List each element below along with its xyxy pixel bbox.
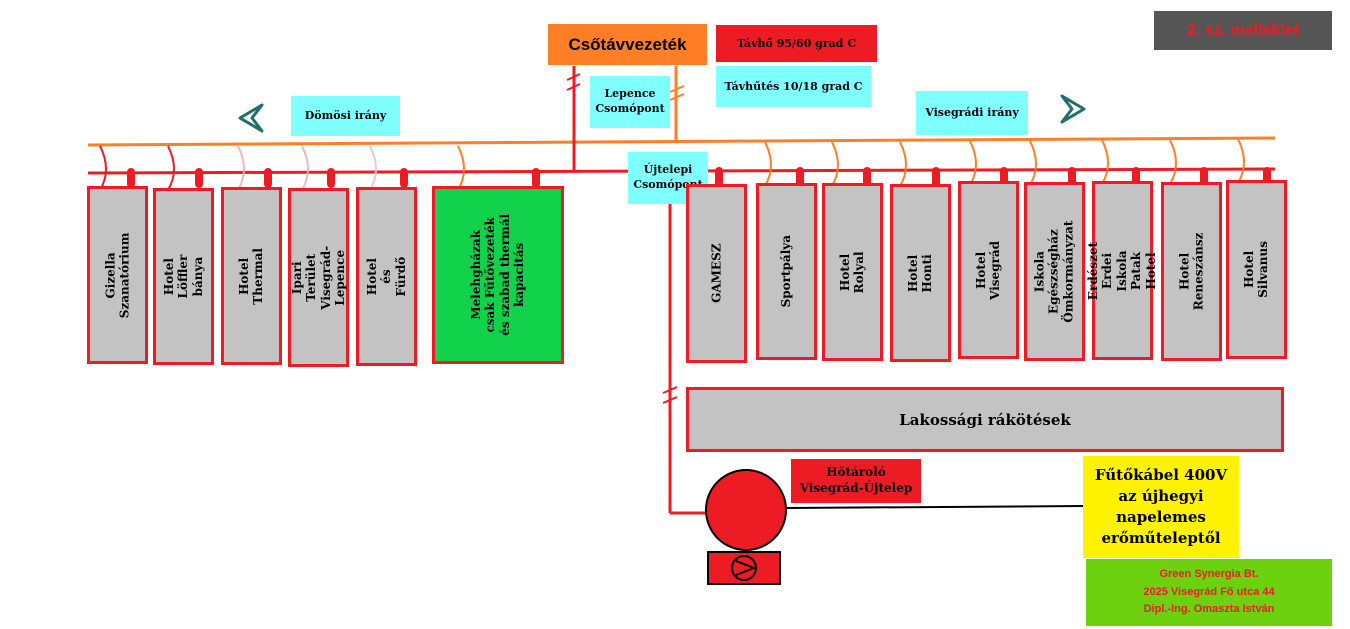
heating-legend: Távhő 95/60 grad C xyxy=(716,25,877,62)
building-label: GAMESZ xyxy=(709,243,724,304)
building-left-1: Gizella Szanatórium xyxy=(87,186,148,364)
building-left-3: Hotel Thermal xyxy=(221,187,282,365)
company-address: 2025 Visegrád Fő utca 44 xyxy=(1143,585,1275,598)
building-label: Hotel Löffler bánya xyxy=(161,254,205,299)
storage-feed-break xyxy=(662,386,678,404)
building-right-7: Erdészet Erdei Iskola Patak Hotel xyxy=(1087,181,1158,360)
direction-right-label: Visegrádi irány xyxy=(916,91,1028,135)
greenhouse-label: Melehgházak csak Fűtővezeték és szabad t… xyxy=(469,214,527,336)
cable-line xyxy=(786,505,1085,509)
cooling-legend: Távhűtés 10/18 grad C xyxy=(716,66,871,107)
cooling-main-line xyxy=(87,136,1276,147)
pump-box xyxy=(707,551,781,585)
building-right-5: Hotel Visegrád xyxy=(958,181,1019,359)
building-right-4: Hotel Honti xyxy=(890,184,951,362)
building-right-2: Sportpálya xyxy=(756,183,817,360)
residential-connections: Lakossági rákötések xyxy=(686,387,1284,452)
cooling-feed-break xyxy=(669,85,685,101)
building-right-1: GAMESZ xyxy=(686,184,747,363)
building-label: Hotel Honti xyxy=(906,253,935,293)
building-left-4: Ipari Terület Visegrád-Lepence xyxy=(288,188,349,367)
heating-cable-label: Fűtőkábel 400V az újhegyi napelemes erőm… xyxy=(1083,456,1239,558)
building-label: Gizella Szanatórium xyxy=(103,232,132,318)
building-label: Hotel Thermal xyxy=(237,247,266,305)
lepence-node-label: Lepence Csomópont xyxy=(590,76,670,128)
building-left-2: Hotel Löffler bánya xyxy=(153,188,214,365)
building-right-8: Hotel Reneszánsz xyxy=(1161,182,1222,361)
heating-feed-break xyxy=(566,73,581,91)
building-right-3: Hotel Rolyal xyxy=(822,183,883,361)
arrow-left-icon xyxy=(238,103,264,133)
storage-label: Hőtároló Visegrád-Újtelep xyxy=(791,459,921,503)
building-label: Hotel és Fürdő xyxy=(364,256,408,297)
building-label: Hotel Reneszánsz xyxy=(1177,232,1206,311)
building-right-6: Iskola Egészségház Ömkormányzat xyxy=(1024,182,1085,361)
greenhouse-box: Melehgházak csak Fűtővezeték és szabad t… xyxy=(432,186,564,364)
pump-icon xyxy=(731,555,757,581)
company-person: Dipl.-Ing. Omaszta István xyxy=(1143,603,1275,616)
company-name: Green Synergia Bt. xyxy=(1159,568,1259,581)
building-label: Iskola Egészségház Ömkormányzat xyxy=(1032,220,1076,323)
arrow-right-icon xyxy=(1060,94,1086,124)
building-label: Erdészet Erdei Iskola Patak Hotel xyxy=(1086,241,1159,300)
building-right-9: Hotel Silvanus xyxy=(1226,180,1287,359)
company-info: Green Synergia Bt. 2025 Visegrád Fő utca… xyxy=(1086,559,1332,626)
annex-label: 2. sz. melléklet xyxy=(1154,11,1332,50)
building-label: Ipari Terület Visegrád-Lepence xyxy=(289,245,347,310)
main-pipe-label: Csőtávvezeték xyxy=(548,24,707,65)
building-label: Hotel Visegrád xyxy=(974,240,1003,300)
storage-tank xyxy=(705,469,787,551)
direction-left-label: Dömösi irány xyxy=(291,96,400,136)
building-label: Hotel Silvanus xyxy=(1242,241,1271,298)
building-left-5: Hotel és Fürdő xyxy=(356,187,417,366)
building-label: Hotel Rolyal xyxy=(838,251,867,293)
building-label: Sportpálya xyxy=(779,235,794,308)
